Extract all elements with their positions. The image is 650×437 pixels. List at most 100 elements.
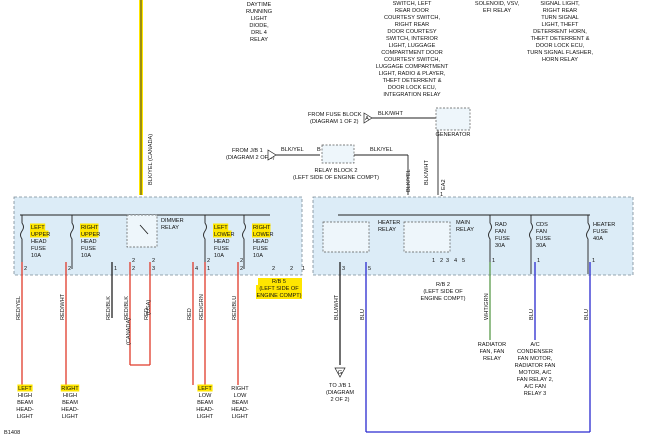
rb5-fuse-2-line-2: HEAD [214, 239, 230, 245]
generator-conn: EA2 [441, 179, 447, 190]
rb2-fuse-0-line-0: RAD [495, 222, 507, 228]
rh-low-beam-line-0: RIGHT [231, 386, 249, 392]
courtesy-line-11: THEFT DETERRENT & [383, 78, 442, 84]
pin-2: 1 [114, 266, 117, 272]
rb5-label-3: ENGINE COMPT) [256, 293, 301, 299]
daytime-line-1: RUNNING [246, 9, 272, 15]
rb5-fuse-2-line-4: 10A [214, 253, 224, 259]
wire-label-11: BLU [529, 309, 535, 320]
ac-condenser-line-4: MOTOR, A/C [519, 370, 552, 376]
rb5-fuse-3-line-4: 10A [253, 253, 263, 259]
signal-line-7: TURN SIGNAL FLASHER, [527, 50, 594, 56]
ac-condenser-line-3: RADIATOR FAN [515, 363, 556, 369]
pin-20: 1 [592, 258, 595, 264]
dimmer-relay-label-2: RELAY [161, 225, 179, 231]
note-canada: (CANADA) [126, 318, 132, 345]
lh-low-beam-line-2: BEAM [197, 400, 213, 406]
note-usa: (USA) [146, 300, 152, 315]
jb1-connector [267, 149, 277, 161]
wire-label-9: BLU [360, 309, 366, 320]
daytime-line-5: RELAY [250, 37, 268, 43]
dimmer-relay [126, 214, 158, 248]
rh-high-beam-line-3: HEAD- [61, 407, 79, 413]
jb1-pin: B [317, 147, 321, 153]
courtesy-line-6: LIGHT, LUGGAGE [389, 43, 436, 49]
rb5-fuse-0-line-1: UPPER [31, 232, 50, 238]
heater-relay-label-1: HEATER [378, 220, 400, 226]
signal-line-2: TURN SIGNAL [541, 15, 579, 21]
wire-label-10: WHT/GRN [484, 293, 490, 320]
pin-7: 2 [240, 266, 243, 272]
rb5-fuse-0-line-2: HEAD [31, 239, 47, 245]
dimmer-relay-label-1: DIMMER [161, 218, 184, 224]
signal-line-5: THEFT DETERRENT & [531, 36, 590, 42]
pin-17: 5 [462, 258, 465, 264]
courtesy-line-5: SWITCH, INTERIOR [386, 36, 438, 42]
lh-low-beam-line-1: LOW [199, 393, 212, 399]
rb5-fuse-1-line-0: RIGHT [81, 225, 99, 231]
fuse-block-conn-label: A [365, 116, 369, 122]
ac-condenser-line-6: A/C FAN [524, 384, 546, 390]
pin-24: 2 [240, 258, 243, 264]
radiator-fan-line-1: FAN, FAN [480, 349, 505, 355]
lh-high-beam-line-0: LEFT [18, 386, 32, 392]
solenoid-line-0: SOLENOID, VSV, [475, 1, 520, 7]
pin-5: 4 [195, 266, 198, 272]
pin-11: 3 [342, 266, 345, 272]
heater-relay-label-2: RELAY [378, 227, 396, 233]
pin-0: 2 [24, 266, 27, 272]
rb2-fuse-2-line-0: HEATER [593, 222, 615, 228]
lh-low-beam-line-4: LIGHT [197, 414, 214, 420]
wire-label-5: RED [187, 308, 193, 320]
rb5-fuse-1-line-2: HEAD [81, 239, 97, 245]
pin-21: 2 [132, 258, 135, 264]
rh-low-beam-line-2: BEAM [232, 400, 248, 406]
rb2-label-1: R/B 2 [436, 282, 450, 288]
wire-label-1: RED/WHT [60, 293, 66, 320]
diagram-code: B1408 [4, 430, 20, 436]
rb2-fuse-1-line-0: CDS [536, 222, 548, 228]
signal-line-1: RIGHT REAR [543, 8, 577, 14]
pin-8: 2 [272, 266, 275, 272]
daytime-line-4: DRL 4 [251, 30, 267, 36]
rb5-label-1: R/B 5 [272, 279, 286, 285]
rh-high-beam-line-4: LIGHT [62, 414, 79, 420]
main-relay-label-1: MAIN [456, 220, 470, 226]
signal-line-0: SIGNAL LIGHT, [540, 1, 580, 7]
pin-9: 2 [290, 266, 293, 272]
lh-high-beam-line-1: HIGH [18, 393, 32, 399]
ac-condenser-line-1: CONDENSER [517, 349, 553, 355]
jb1-wire-left: BLK/YEL [281, 147, 304, 153]
signal-line-3: LIGHT, THEFT [542, 22, 579, 28]
jb1-out-conn: G [338, 370, 342, 376]
pin-10: 1 [302, 266, 305, 272]
rb5-label-2: (LEFT SIDE OF [259, 286, 299, 292]
rh-low-beam-line-1: LOW [234, 393, 247, 399]
courtesy-line-10: LIGHT, RADIO & PLAYER, [379, 71, 446, 77]
wire-label-canada: BLK/YEL (CANADA) [148, 134, 154, 185]
wire-label-2: RED/BLK [106, 296, 112, 320]
main-relay-label-2: RELAY [456, 227, 474, 233]
rb2-fuse-0-line-2: FUSE [495, 236, 510, 242]
pin-4: 3 [152, 266, 155, 272]
rb2-fuse-0-line-1: FAN [495, 229, 506, 235]
main-relay [403, 221, 451, 253]
rb5-fuse-3-line-2: HEAD [253, 239, 269, 245]
rh-low-beam-line-4: LIGHT [232, 414, 249, 420]
pin-22: 2 [152, 258, 155, 264]
pin-1: 2 [68, 266, 71, 272]
ac-condenser-line-0: A/C [530, 342, 539, 348]
signal-line-6: DOOR LOCK ECU, [536, 43, 585, 49]
rb5-fuse-3-line-0: RIGHT [253, 225, 271, 231]
fuse-block-connector [363, 112, 373, 124]
courtesy-line-1: REAR DOOR [395, 8, 429, 14]
courtesy-line-9: LUGGAGE COMPARTMENT [376, 64, 449, 70]
fuse-block-from-1: FROM FUSE BLOCK [308, 112, 362, 118]
rb5-fuse-0-line-4: 10A [31, 253, 41, 259]
rb2-fuse-2-line-1: FUSE [593, 229, 608, 235]
rb5-fuse-0-line-0: LEFT [31, 225, 45, 231]
radiator-fan-line-0: RADIATOR [478, 342, 506, 348]
